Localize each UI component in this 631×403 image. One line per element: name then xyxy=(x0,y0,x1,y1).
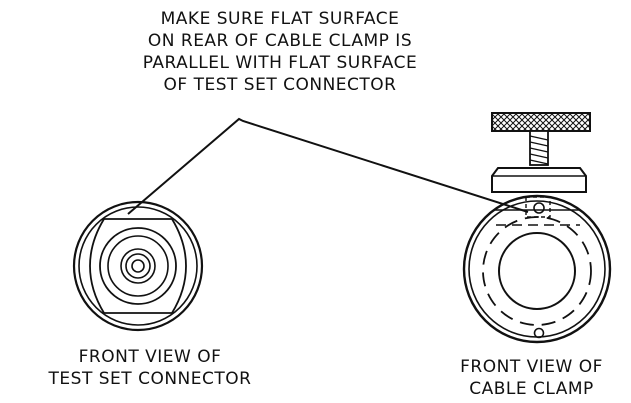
test-set-connector-caption: FRONT VIEW OF TEST SET CONNECTOR xyxy=(0,346,300,390)
right-caption-line-2: CABLE CLAMP xyxy=(469,379,594,399)
left-caption-line-1: FRONT VIEW OF xyxy=(78,347,222,367)
instruction-note: MAKE SURE FLAT SURFACE ON REAR OF CABLE … xyxy=(40,8,520,96)
right-caption-line-1: FRONT VIEW OF xyxy=(460,357,603,377)
thumb-screw-head xyxy=(491,112,591,132)
note-line-4: OF TEST SET CONNECTOR xyxy=(163,75,397,95)
left-caption-line-2: TEST SET CONNECTOR xyxy=(48,369,252,389)
note-line-1: MAKE SURE FLAT SURFACE xyxy=(160,9,400,29)
clamp-bar xyxy=(491,167,587,193)
note-line-2: ON REAR OF CABLE CLAMP IS xyxy=(147,31,413,51)
cable-clamp-caption: FRONT VIEW OF CABLE CLAMP xyxy=(432,356,631,400)
note-line-3: PARALLEL WITH FLAT SURFACE xyxy=(142,53,418,73)
leader-line-to-connector xyxy=(127,117,529,215)
test-set-connector xyxy=(72,200,204,332)
cable-clamp xyxy=(462,112,612,344)
